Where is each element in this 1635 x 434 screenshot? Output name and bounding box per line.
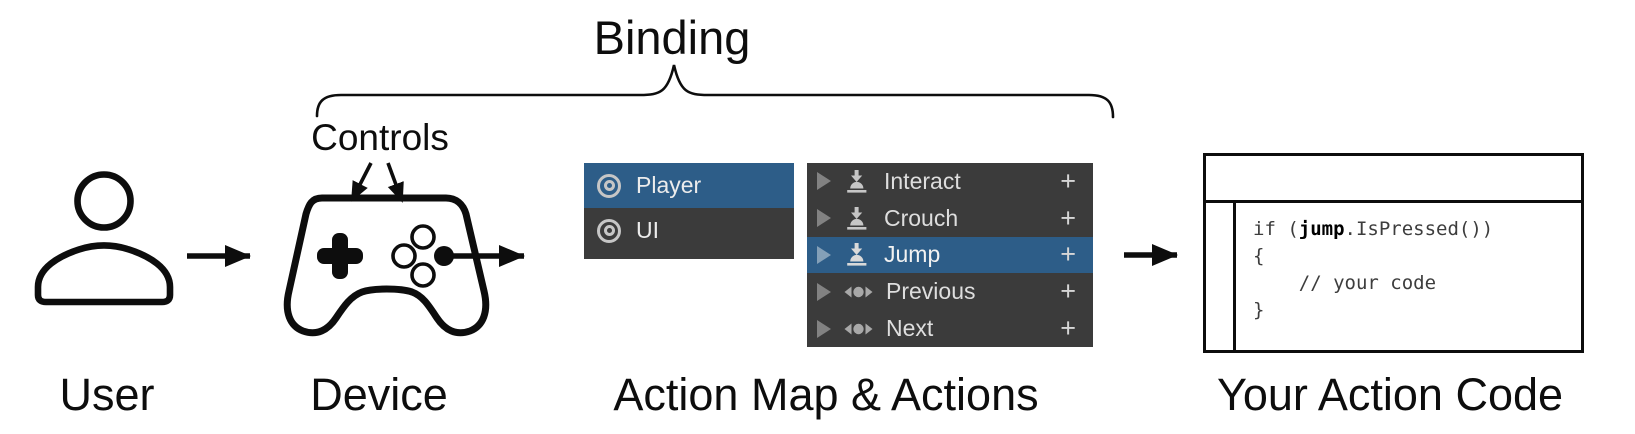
stage-label-user: User — [59, 369, 155, 420]
add-binding-button[interactable]: + — [1060, 165, 1076, 196]
code-gutter-divider — [1233, 203, 1236, 350]
stage-label-device: Device — [310, 369, 448, 420]
action-map-icon-center — [603, 180, 615, 191]
add-binding-button[interactable]: + — [1060, 276, 1076, 307]
code-keyword-jump: jump — [1298, 218, 1345, 240]
action-row-next[interactable]: Next + — [807, 310, 1093, 347]
action-map-item-player[interactable]: Player — [584, 163, 794, 208]
action-row-jump[interactable]: Jump + — [807, 236, 1093, 274]
code-window-titlebar — [1206, 156, 1581, 203]
action-label: Crouch — [884, 204, 959, 231]
controls-label: Controls — [311, 117, 449, 158]
add-binding-button[interactable]: + — [1060, 239, 1076, 270]
code-snippet: if (jump.IsPressed()) { // your code } — [1253, 216, 1493, 324]
axis-action-icon — [844, 323, 873, 335]
action-row-interact[interactable]: Interact + — [807, 163, 1093, 200]
action-label: Previous — [886, 278, 976, 305]
add-binding-button[interactable]: + — [1060, 313, 1076, 344]
code-line-4: } — [1253, 299, 1265, 321]
button-action-icon — [847, 206, 867, 230]
gamepad-icon — [283, 194, 490, 337]
action-label: Interact — [884, 167, 961, 194]
add-binding-button[interactable]: + — [1060, 202, 1076, 233]
action-map-item-label: UI — [636, 217, 659, 243]
code-line-3: // your code — [1253, 272, 1437, 294]
stage-label-action-map: Action Map & Actions — [613, 369, 1039, 420]
button-action-icon — [847, 169, 867, 193]
binding-brace — [315, 64, 1115, 119]
code-window-body: if (jump.IsPressed()) { // your code } — [1206, 203, 1581, 350]
action-map-item-label: Player — [636, 172, 702, 198]
action-map-icon — [597, 218, 621, 243]
action-row-previous[interactable]: Previous + — [807, 273, 1093, 310]
action-row-crouch[interactable]: Crouch + — [807, 200, 1093, 237]
expander-triangle-icon[interactable] — [817, 245, 831, 264]
expander-triangle-icon[interactable] — [817, 319, 831, 338]
action-map-panel: Player UI — [584, 163, 794, 259]
face-buttons-icon — [391, 224, 454, 288]
binding-label: Binding — [593, 11, 751, 64]
controls-arrow-left — [350, 162, 373, 202]
expander-triangle-icon[interactable] — [817, 282, 831, 301]
button-action-icon — [847, 243, 867, 267]
stage-label-action-code: Your Action Code — [1216, 369, 1564, 420]
controls-arrow-right — [386, 162, 404, 203]
dpad-icon — [317, 233, 363, 279]
action-label: Jump — [884, 241, 941, 268]
action-label: Next — [886, 315, 934, 342]
user-icon — [34, 171, 174, 306]
action-map-item-ui[interactable]: UI — [584, 208, 794, 253]
code-line-1: if (jump.IsPressed()) — [1253, 218, 1494, 240]
action-map-icon-center — [603, 225, 615, 236]
axis-action-icon — [844, 286, 873, 298]
expander-triangle-icon[interactable] — [817, 209, 831, 228]
actions-panel: Interact + Crouch + Jump + — [807, 163, 1093, 347]
action-map-icon — [597, 173, 621, 198]
code-window: if (jump.IsPressed()) { // your code } — [1203, 153, 1584, 353]
code-line-2: { — [1253, 245, 1265, 267]
expander-triangle-icon[interactable] — [817, 172, 831, 191]
